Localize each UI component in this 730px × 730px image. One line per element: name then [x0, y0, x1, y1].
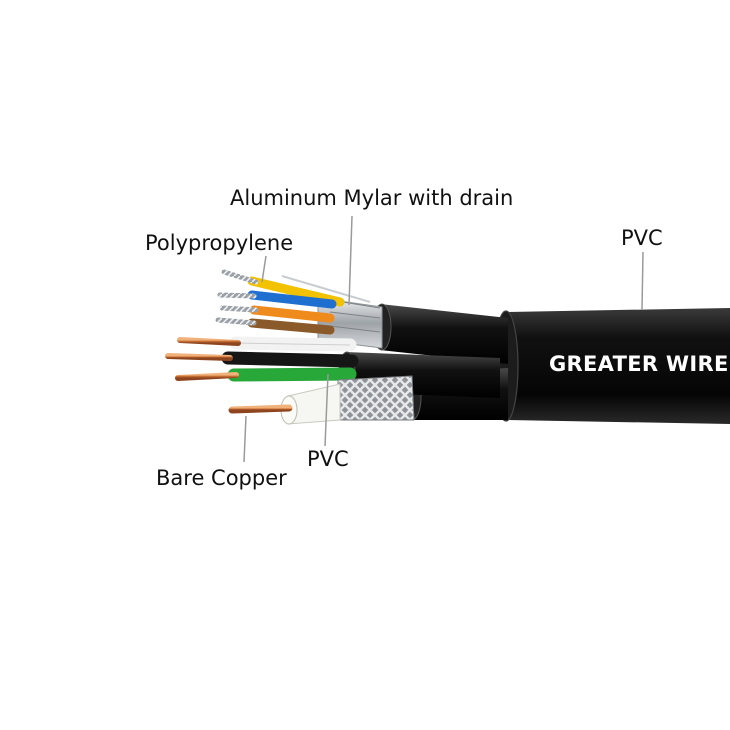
coax-cable — [228, 375, 415, 425]
twisted-pairs — [215, 269, 345, 335]
aluminum-mylar-foil — [281, 275, 383, 349]
leader-lines — [243, 215, 644, 463]
label-aluminum-mylar: Aluminum Mylar with drain — [230, 186, 514, 210]
label-outer-pvc: PVC — [621, 226, 663, 250]
power-conductors — [165, 336, 359, 382]
label-polypropylene: Polypropylene — [145, 231, 294, 255]
label-bare-copper: Bare Copper — [156, 466, 287, 490]
brand-print: GREATER WIRE — [549, 352, 729, 376]
label-inner-pvc: PVC — [307, 447, 349, 471]
